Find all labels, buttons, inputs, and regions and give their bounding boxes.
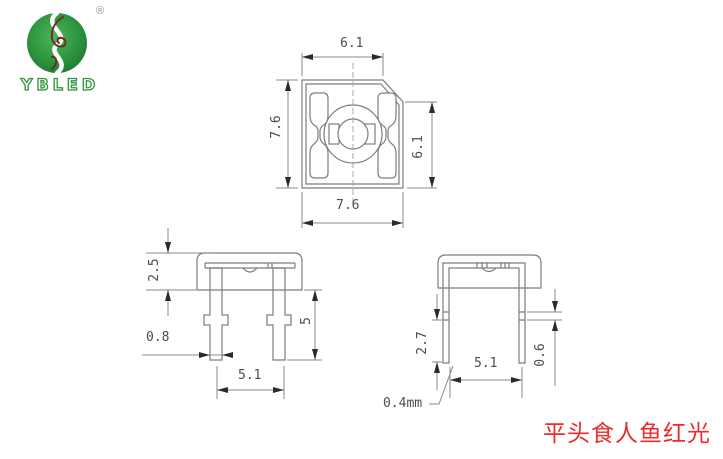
left-electrode — [309, 92, 329, 179]
led-inner-outline — [305, 83, 400, 185]
logo-vine-curl — [50, 16, 67, 48]
top-view-dimensions — [276, 53, 437, 228]
right-electrode — [377, 92, 397, 179]
side-bar-notches — [476, 262, 510, 268]
dim-overall-width-label: 7.6 — [336, 198, 360, 213]
front-leadframe-bar — [204, 262, 296, 269]
dim-side-lead-spacing-label: 5.1 — [474, 356, 498, 371]
front-cup-arc — [242, 267, 258, 273]
top-view-drawing — [301, 63, 404, 203]
dim-body-height-label: 2.5 — [147, 258, 162, 282]
side-view-arrows — [434, 301, 558, 383]
logo-vine-tail — [51, 55, 58, 70]
brand-logo: ® YBLED — [8, 4, 112, 98]
side-view-dimensions — [429, 289, 562, 405]
dim-lead-length-label: 5 — [299, 317, 314, 325]
brand-name: YBLED — [20, 74, 100, 94]
front-right-lead — [266, 267, 292, 361]
product-name-label: 平头食人鱼红光 — [543, 420, 711, 446]
side-leadframe — [442, 262, 526, 364]
led-outer-outline — [301, 79, 404, 189]
side-cup-arc — [481, 267, 497, 273]
top-view-arrows — [285, 54, 435, 226]
front-view-drawing — [196, 252, 303, 361]
thickness-leader-line — [429, 365, 454, 405]
logo-leaf-divider — [49, 10, 64, 76]
front-view-dimensions — [142, 228, 322, 399]
dim-right-height-label: 6.1 — [411, 135, 426, 159]
front-view-arrows — [165, 242, 318, 393]
dim-lower-lead-length-label: 2.7 — [415, 331, 430, 355]
lead-bend-marks — [443, 311, 525, 321]
side-view-drawing — [437, 254, 542, 364]
registered-trademark-icon: ® — [96, 5, 105, 17]
dim-bend-offset-label: 0.6 — [533, 343, 548, 367]
front-left-lead — [203, 267, 229, 361]
front-body-outline — [196, 252, 303, 291]
dim-lead-thickness-label: 0.4mm — [383, 396, 423, 411]
logo-swirl-icon — [27, 10, 87, 76]
dim-top-width-label: 6.1 — [340, 36, 364, 51]
dim-overall-height-label: 7.6 — [269, 115, 284, 139]
dim-front-lead-spacing-label: 5.1 — [238, 368, 262, 383]
dim-lead-width-label: 0.8 — [146, 330, 170, 345]
side-body-outline — [437, 254, 542, 289]
